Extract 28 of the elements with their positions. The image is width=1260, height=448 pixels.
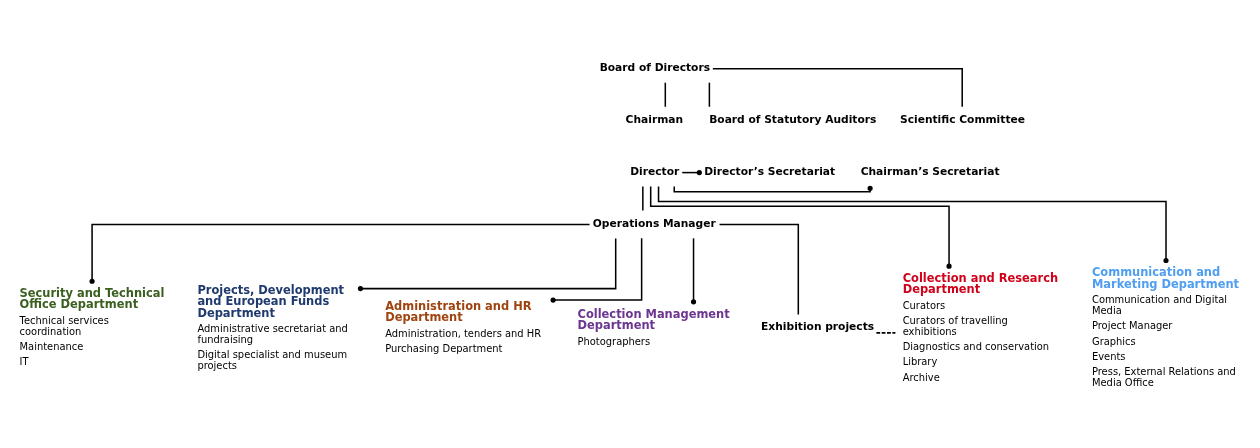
connector: [642, 185, 644, 211]
connector: [649, 185, 952, 269]
connector: [708, 81, 711, 107]
node-text: Scientific Committee: [900, 112, 1025, 126]
connector: [673, 185, 873, 192]
connector: [664, 81, 667, 107]
connector: [875, 331, 897, 334]
connector: [357, 237, 617, 291]
node-text: Board of Statutory Auditors: [709, 112, 877, 126]
node-text: Operations Manager: [592, 216, 716, 230]
node-text: Projects, Development and European Funds Department Administrative secretariat and fundraising Digital specialist and museum projects: [197, 282, 348, 371]
node-text: Exhibition projects: [761, 319, 875, 333]
node-text: Director’s Secretariat: [704, 164, 836, 178]
node-text: Collection Management Department Photographers: [577, 306, 730, 347]
connector: [690, 237, 697, 304]
connector: [657, 185, 1169, 263]
node-text: Administration and HR Department Administration, tenders and HR Purchasing Department: [385, 298, 542, 354]
node-text: Director: [630, 164, 680, 178]
node-text: Board of Directors: [599, 60, 711, 74]
connector: [712, 67, 963, 108]
connector: [718, 223, 800, 315]
node-text: Chairman’s Secretariat: [860, 164, 1000, 178]
node-text: Collection and Research Department Curators Curators of travelling exhibitions Diagnostics and conservation Library Archive: [902, 270, 1059, 383]
node-text: Security and Technical Office Department Technical services coordination Maintenance IT: [19, 285, 165, 367]
connector: [550, 237, 643, 303]
connector: [89, 223, 591, 284]
node-text: Chairman: [625, 112, 684, 126]
node-text: Communication and Marketing Department Communication and Digital Media Project Manager Graphics Events Press, External Relations and Media Office: [1091, 264, 1240, 388]
